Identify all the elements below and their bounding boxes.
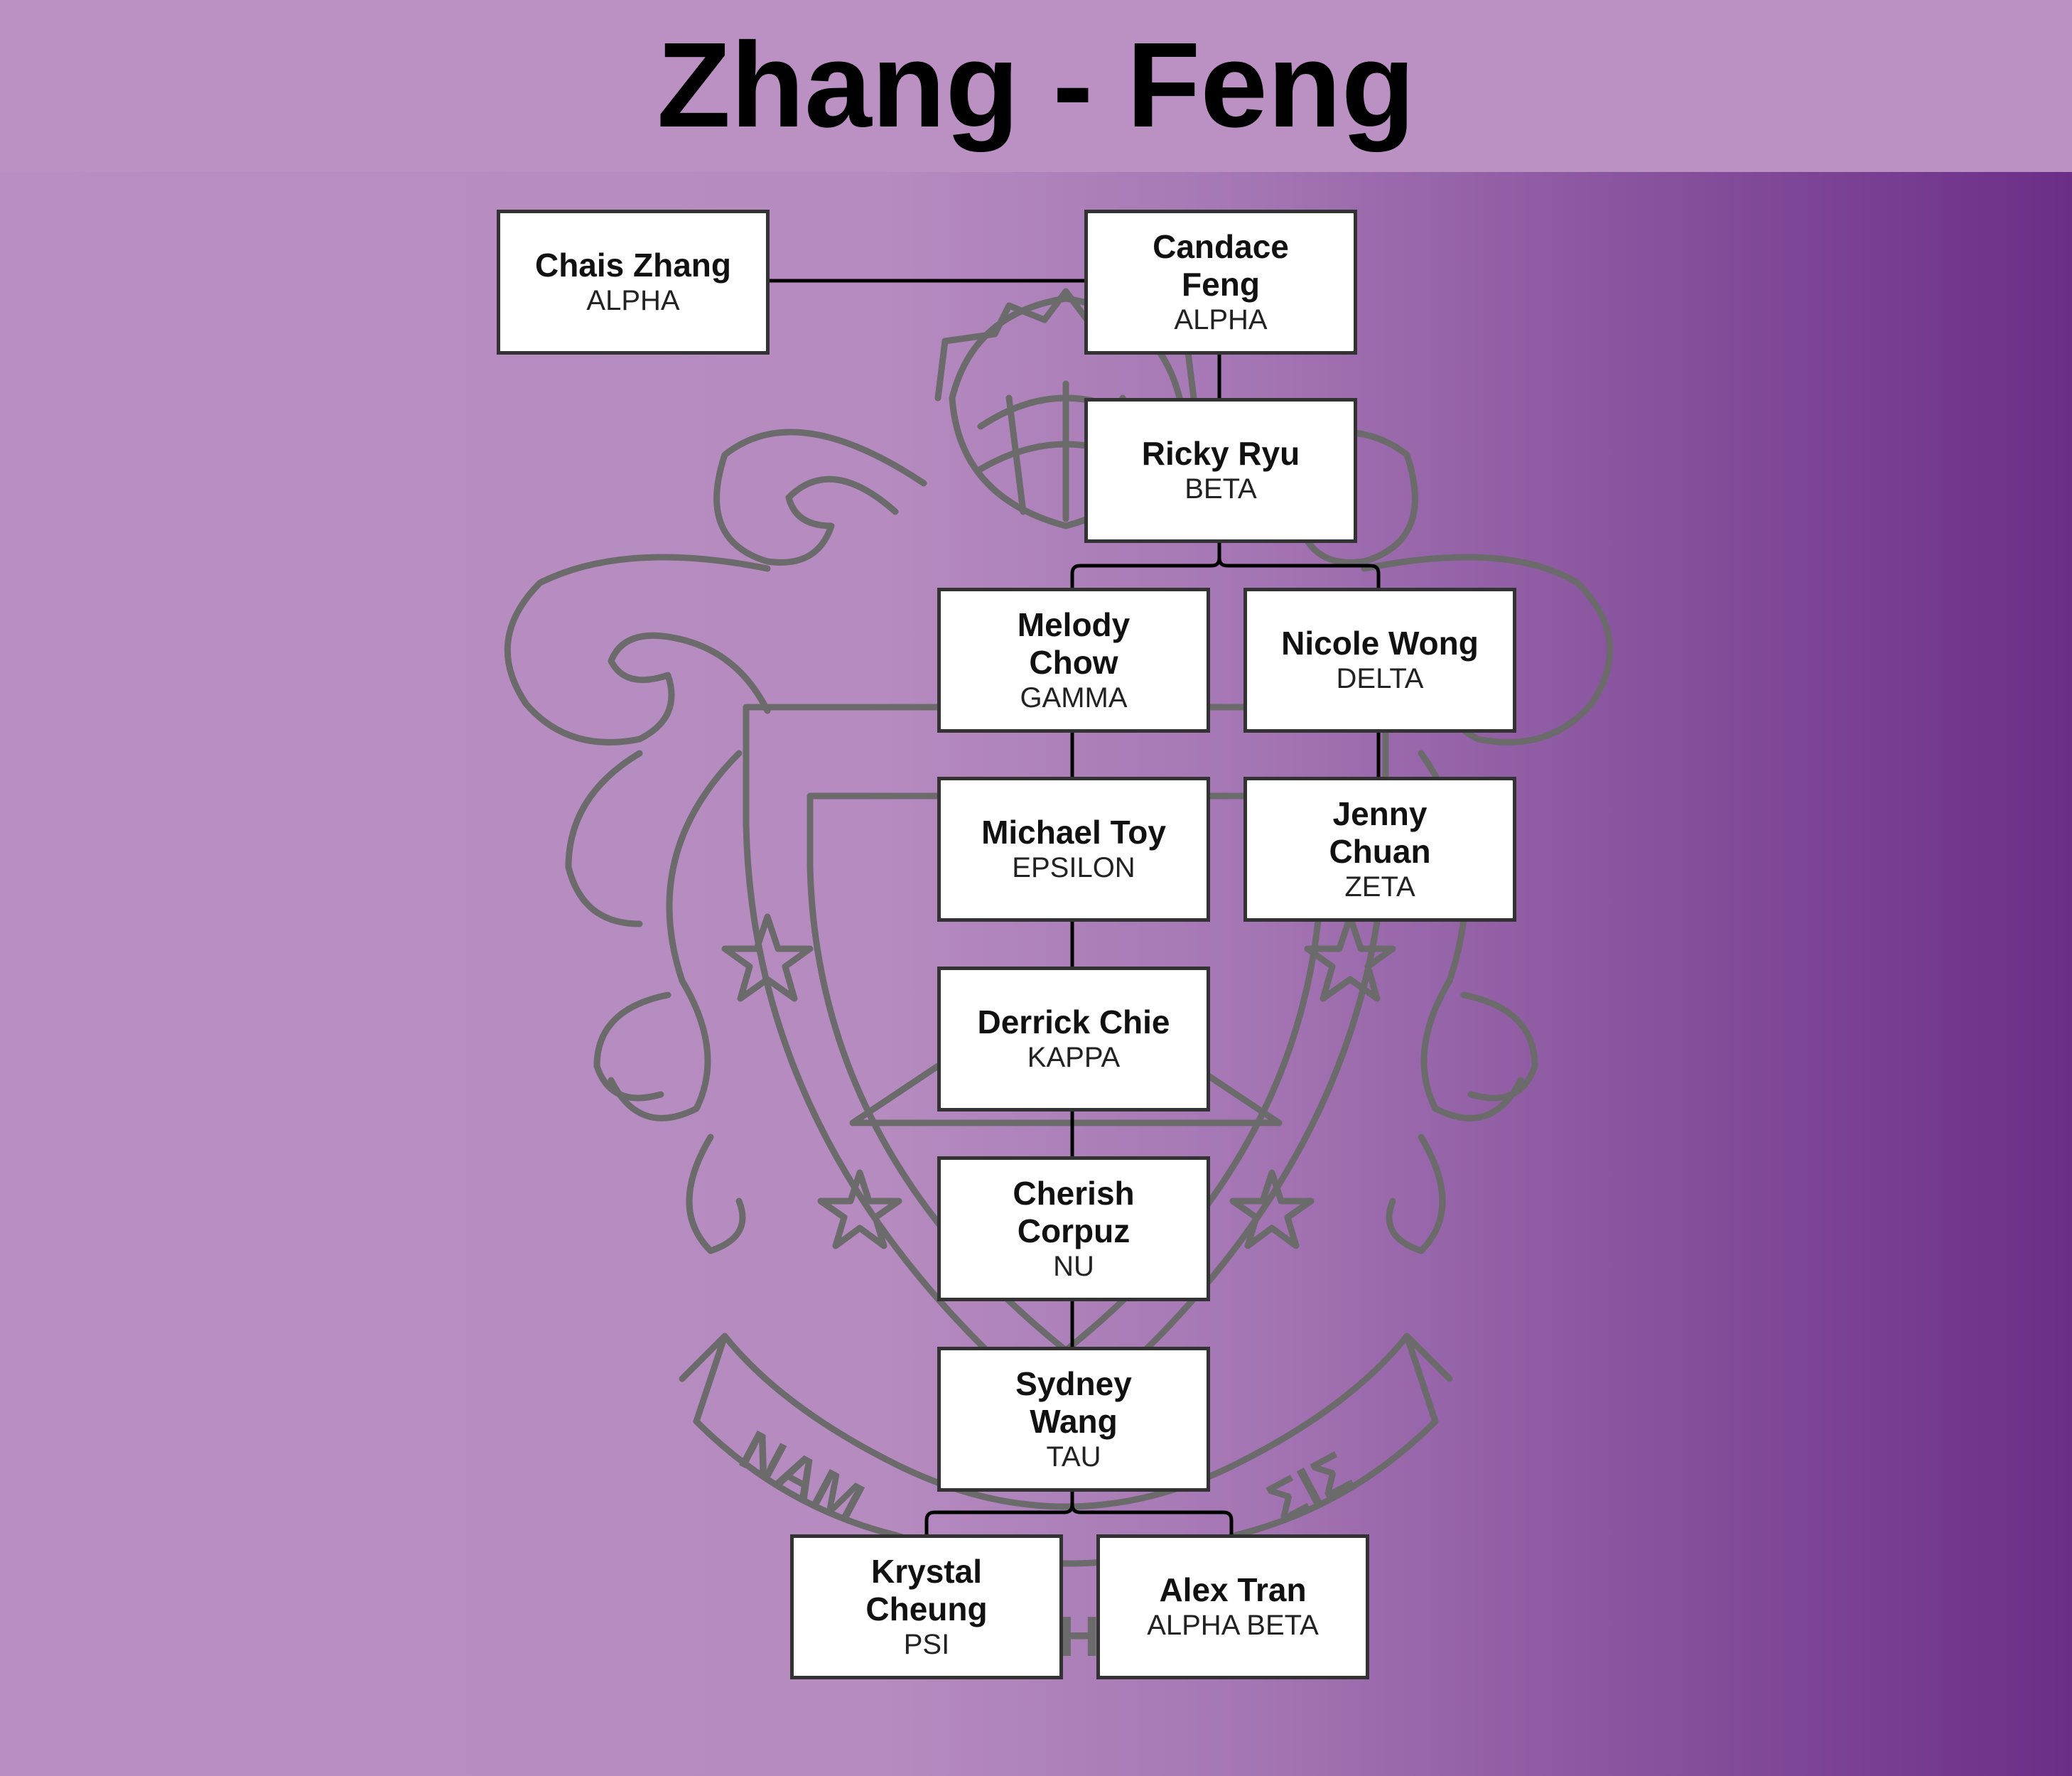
member-name: Cherish: [1013, 1174, 1135, 1212]
member-name: Michael Toy: [981, 814, 1166, 851]
member-box-cherish-corpuz: Cherish Corpuz NU: [937, 1156, 1210, 1301]
member-name: Candace: [1153, 227, 1289, 265]
member-line: NU: [1053, 1250, 1094, 1282]
member-name: Ricky Ryu: [1141, 435, 1300, 472]
member-line: ALPHA: [586, 285, 680, 316]
page-title: Zhang - Feng: [657, 18, 1415, 153]
member-name: Melody: [1017, 606, 1131, 643]
connector-sydney-children: [924, 1490, 1234, 1534]
member-name: Jenny: [1332, 795, 1428, 832]
member-line: GAMMA: [1020, 682, 1128, 714]
member-box-nicole-wong: Nicole Wong DELTA: [1243, 588, 1516, 733]
crest-mantling-left: [713, 429, 927, 566]
member-line: KAPPA: [1027, 1042, 1121, 1073]
crest-banner-center-text: H: [1059, 1605, 1100, 1668]
member-line: DELTA: [1336, 663, 1424, 694]
member-name: Chow: [1029, 643, 1118, 681]
member-box-candace-feng: Candace Feng ALPHA: [1084, 210, 1357, 355]
member-box-melody-chow: Melody Chow GAMMA: [937, 588, 1210, 733]
member-name: Krystal: [871, 1552, 982, 1590]
title-band: [0, 0, 2072, 172]
connector-ricky-children: [1070, 542, 1381, 588]
member-box-ricky-ryu: Ricky Ryu BETA: [1084, 398, 1357, 543]
member-line: BETA: [1185, 473, 1257, 505]
member-box-michael-toy: Michael Toy EPSILON: [937, 777, 1210, 922]
member-line: ALPHA BETA: [1147, 1610, 1319, 1641]
member-line: ZETA: [1344, 871, 1415, 903]
member-name: Chais Zhang: [534, 247, 732, 284]
member-box-derrick-chie: Derrick Chie KAPPA: [937, 967, 1210, 1112]
member-line: ALPHA: [1174, 303, 1268, 335]
member-name: Chuan: [1329, 832, 1431, 870]
member-line: TAU: [1046, 1441, 1101, 1473]
member-name: Corpuz: [1017, 1212, 1131, 1249]
member-name: Feng: [1182, 265, 1260, 303]
member-box-jenny-chuan: Jenny Chuan ZETA: [1243, 777, 1516, 922]
member-name: Sydney: [1015, 1365, 1132, 1402]
member-name: Derrick Chie: [977, 1003, 1170, 1040]
member-line: EPSILON: [1012, 852, 1135, 883]
member-name: Nicole Wong: [1281, 625, 1479, 662]
member-line: PSI: [903, 1628, 950, 1660]
member-box-alex-tran: Alex Tran ALPHA BETA: [1096, 1534, 1369, 1679]
member-box-chais-zhang: Chais Zhang ALPHA: [497, 210, 770, 355]
member-name: Alex Tran: [1159, 1571, 1307, 1608]
member-name: Cheung: [865, 1590, 988, 1627]
member-box-sydney-wang: Sydney Wang TAU: [937, 1347, 1210, 1492]
member-box-krystal-cheung: Krystal Cheung PSI: [790, 1534, 1063, 1679]
member-name: Wang: [1030, 1402, 1118, 1440]
